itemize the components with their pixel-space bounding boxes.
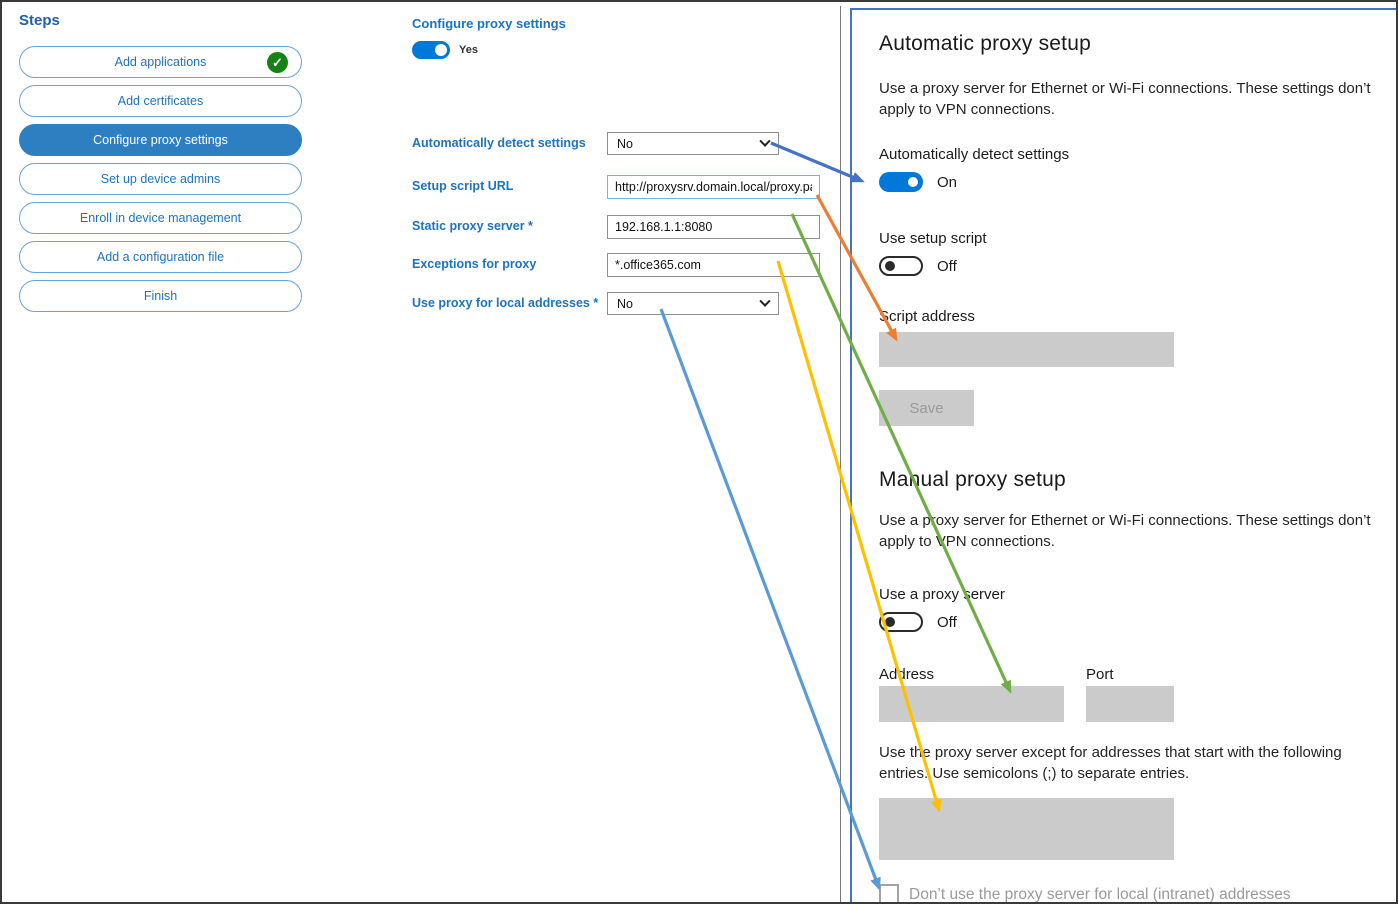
- use-proxy-server-label: Use a proxy server: [879, 586, 1005, 603]
- automatic-proxy-heading: Automatic proxy setup: [879, 32, 1091, 55]
- completed-check-icon: ✓: [267, 52, 288, 73]
- configure-proxy-toggle-state: Yes: [459, 44, 478, 56]
- toggle-knob: [885, 617, 895, 627]
- step-label: Add certificates: [117, 94, 204, 108]
- local-addresses-checkbox[interactable]: [879, 884, 899, 902]
- field-label: Static proxy server *: [412, 219, 533, 233]
- step-label: Add applications: [114, 55, 207, 69]
- proxy-exceptions-description: Use the proxy server except for addresse…: [879, 744, 1342, 782]
- windows-proxy-settings-panel: Automatic proxy setup Use a proxy server…: [850, 8, 1396, 903]
- detect-settings-label: Automatically detect settings: [879, 146, 1070, 163]
- manual-proxy-heading: Manual proxy setup: [879, 468, 1066, 491]
- step-add-applications[interactable]: Add applications ✓: [19, 46, 302, 78]
- chevron-down-icon: [759, 135, 771, 147]
- vertical-divider: [840, 6, 841, 902]
- exceptions-for-proxy-input[interactable]: [607, 253, 820, 277]
- step-label: Finish: [143, 289, 178, 303]
- selected-value: No: [617, 296, 633, 311]
- step-configure-proxy-settings[interactable]: Configure proxy settings: [19, 124, 302, 156]
- field-label: Exceptions for proxy: [412, 257, 537, 271]
- field-label: Use proxy for local addresses *: [412, 296, 599, 310]
- address-input[interactable]: [879, 686, 1064, 722]
- chevron-down-icon: [759, 295, 771, 307]
- field-label: Setup script URL: [412, 179, 514, 193]
- steps-heading: Steps: [19, 12, 60, 29]
- use-proxy-server-state: Off: [937, 614, 957, 631]
- use-setup-script-label: Use setup script: [879, 230, 987, 247]
- use-proxy-server-toggle[interactable]: [879, 612, 923, 632]
- automatic-proxy-description: Use a proxy server for Ethernet or Wi-Fi…: [879, 80, 1371, 118]
- use-setup-script-toggle[interactable]: [879, 256, 923, 276]
- step-label: Set up device admins: [100, 172, 221, 186]
- static-proxy-server-input[interactable]: [607, 215, 820, 239]
- toggle-knob: [435, 44, 447, 56]
- use-setup-script-state: Off: [937, 258, 957, 275]
- detect-settings-state: On: [937, 174, 958, 191]
- port-label: Port: [1086, 666, 1114, 683]
- toggle-knob: [885, 261, 895, 271]
- toggle-knob: [908, 177, 918, 187]
- arrow-local-addresses: [659, 308, 881, 891]
- step-label: Add a configuration file: [96, 250, 225, 264]
- proxy-exceptions-input[interactable]: [879, 798, 1174, 860]
- field-label: Automatically detect settings: [412, 136, 586, 150]
- step-label: Enroll in device management: [79, 211, 242, 225]
- use-proxy-local-select[interactable]: No: [607, 292, 779, 315]
- steps-nav: Add applications ✓ Add certificates Conf…: [19, 46, 302, 319]
- local-addresses-checkbox-label: Don’t use the proxy server for local (in…: [909, 886, 1291, 903]
- setup-script-url-input[interactable]: [607, 175, 820, 199]
- automatically-detect-select[interactable]: No: [607, 132, 779, 155]
- step-finish[interactable]: Finish: [19, 280, 302, 312]
- selected-value: No: [617, 136, 633, 151]
- script-address-label: Script address: [879, 308, 975, 325]
- detect-settings-toggle[interactable]: [879, 172, 923, 192]
- script-address-input[interactable]: [879, 332, 1174, 367]
- form-title: Configure proxy settings: [412, 16, 566, 31]
- step-set-up-device-admins[interactable]: Set up device admins: [19, 163, 302, 195]
- step-enroll-device-management[interactable]: Enroll in device management: [19, 202, 302, 234]
- step-add-certificates[interactable]: Add certificates: [19, 85, 302, 117]
- port-input[interactable]: [1086, 686, 1174, 722]
- manual-proxy-description: Use a proxy server for Ethernet or Wi-Fi…: [879, 512, 1371, 550]
- step-label: Configure proxy settings: [93, 133, 228, 147]
- step-add-configuration-file[interactable]: Add a configuration file: [19, 241, 302, 273]
- address-label: Address: [879, 666, 935, 683]
- save-button[interactable]: Save: [879, 390, 974, 426]
- configure-proxy-toggle[interactable]: [412, 41, 450, 59]
